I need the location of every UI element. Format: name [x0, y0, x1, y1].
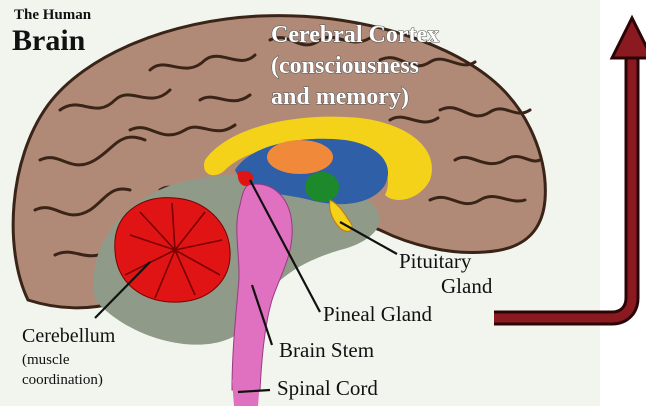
- hypothalamus: [305, 172, 339, 202]
- brain-stem-label: Brain Stem: [279, 338, 374, 362]
- pituitary-label-line-1: Pituitary: [399, 249, 472, 273]
- cerebellum-label-line-3: coordination): [22, 372, 103, 388]
- up-arrow-head: [612, 18, 646, 58]
- title-line-1: The Human: [14, 7, 92, 23]
- cortex-label-line-1: Cerebral Cortex: [271, 22, 439, 48]
- thalamus: [267, 140, 333, 174]
- cortex-label-line-2: (consciousness: [271, 53, 419, 79]
- cortex-label-line-3: and memory): [271, 84, 409, 110]
- spinal-cord-label: Spinal Cord: [277, 376, 378, 400]
- pineal-label: Pineal Gland: [323, 302, 433, 326]
- cerebellum-label-line-1: Cerebellum: [22, 325, 116, 347]
- title-line-2: Brain: [12, 24, 86, 57]
- spinal-cord: [232, 380, 260, 406]
- pituitary-label-line-2: Gland: [441, 274, 493, 298]
- cerebellum-label-line-2: (muscle: [22, 352, 70, 368]
